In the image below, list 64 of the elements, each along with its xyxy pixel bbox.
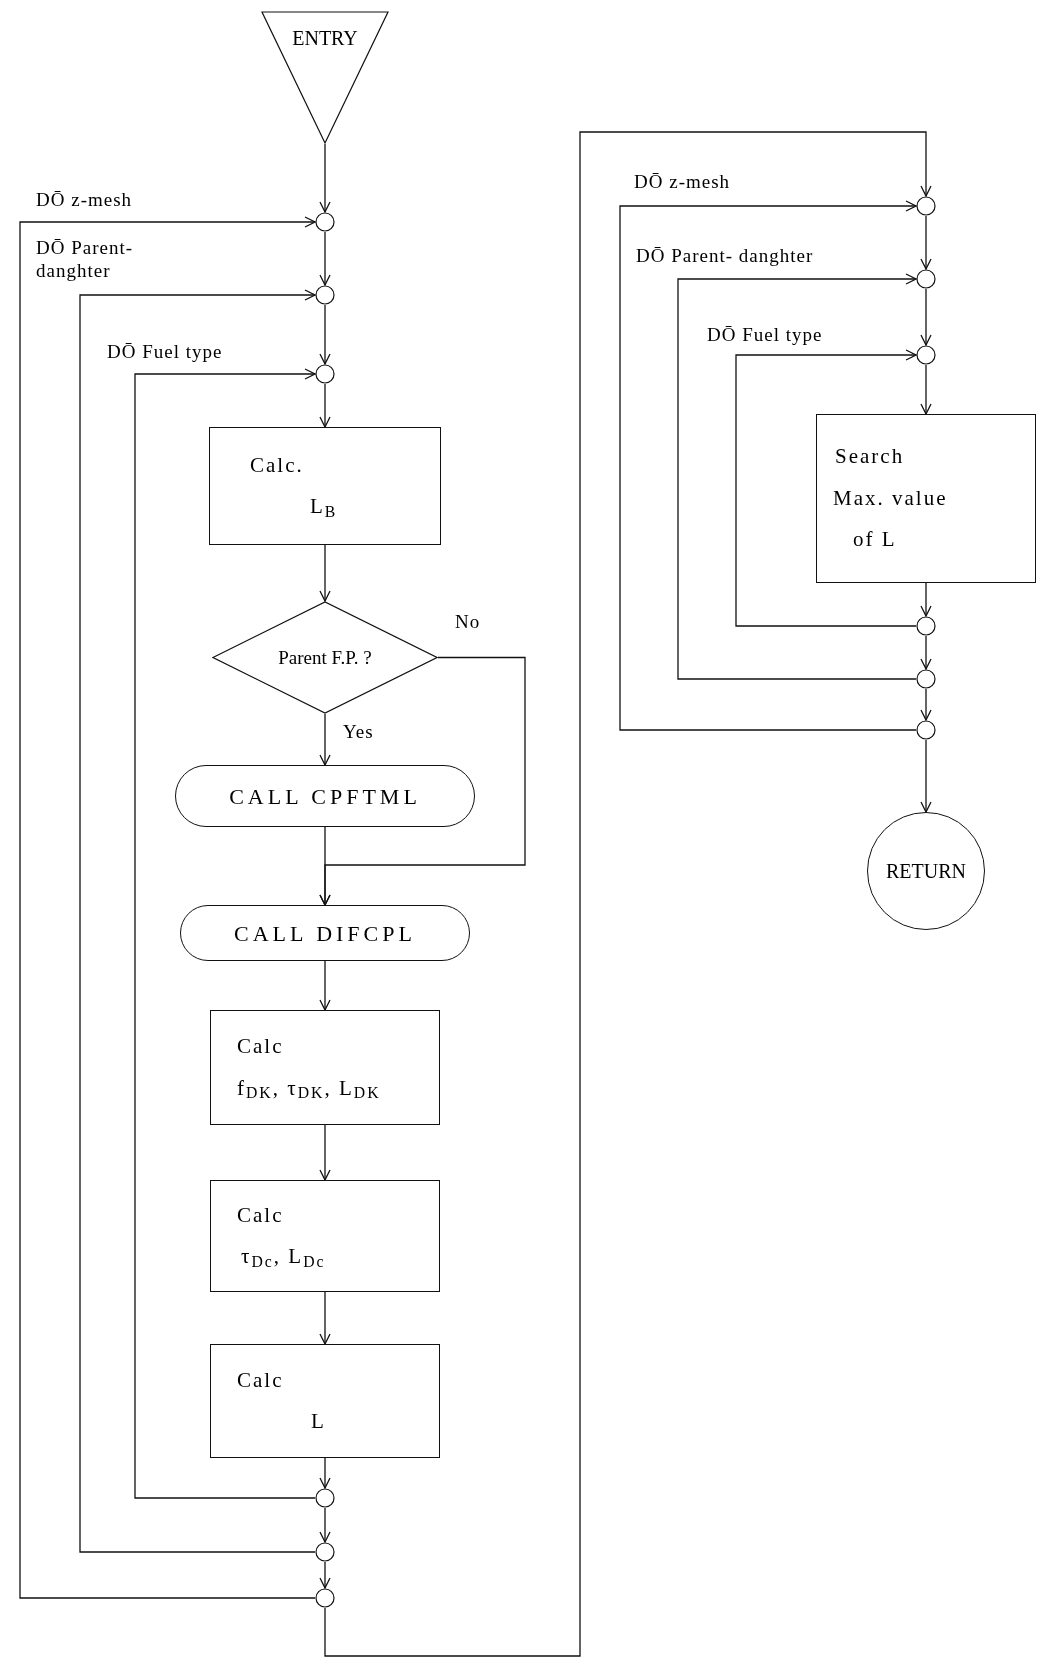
arrow [324,131,932,1657]
connector-circle [315,1542,335,1562]
arrow [920,635,932,670]
node-text: ENTRY [292,26,358,51]
node-text: Search [834,443,906,471]
edge-label: DŌ Parent- danghter [634,244,816,267]
arrow [319,1124,331,1181]
arrow [319,1507,331,1543]
call-terminal [180,905,470,961]
connector-circle [315,1488,335,1508]
entry-triangle [261,11,389,144]
connector-circle [315,364,335,384]
process-box [210,1010,440,1125]
connector-circle [916,720,936,740]
connector-circle [916,616,936,636]
node-text: L [310,1408,327,1435]
arrow [920,739,932,813]
node-text: CALL DIFCPL [234,919,416,948]
arrow [319,544,331,602]
node-text: Calc [236,1033,285,1060]
connector-circle [916,196,936,216]
arrow [920,688,932,721]
process-box [210,1180,440,1292]
process-box [816,414,1036,583]
arrow [920,215,932,270]
arrow [134,368,316,1499]
connector-circle [916,269,936,289]
node-text: L$_{B}$ [309,493,339,522]
arrow [319,713,331,766]
node-text: Calc [236,1366,285,1394]
node-text: Calc. [249,451,305,479]
connector-circle [916,669,936,689]
arrow [920,364,932,415]
arrow [19,216,316,1599]
decision-diamond [212,601,438,714]
arrow [319,826,331,906]
process-box [210,1344,440,1458]
node-text: Max. value [832,484,949,512]
arrow [319,143,331,213]
process-box [209,427,441,545]
node-text: RETURN [886,859,966,884]
arrow [319,960,331,1011]
connector-circle [315,285,335,305]
arrow [79,289,316,1553]
arrow [319,1291,331,1345]
node-text: Parent F.P. ? [277,647,373,668]
connector-circle [315,212,335,232]
node-text: CALL CPFTML [229,782,421,811]
arrow [319,1457,331,1489]
connector-circle [315,1588,335,1608]
arrow [619,200,917,731]
node-text: Calc [236,1201,285,1229]
arrow [677,273,917,680]
arrow [920,582,932,617]
arrow [319,1561,331,1589]
connector-circle [916,345,936,365]
node-text: τ$_{Dc}$, L$_{Dc}$ [240,1243,327,1272]
node-text: of L [852,526,898,554]
arrow [319,383,331,428]
arrow [735,349,917,627]
arrow [319,304,331,365]
arrow [319,231,331,286]
arrow [920,288,932,346]
node-text: f$_{DK}$, τ$_{DK}$, L$_{DK}$ [236,1074,382,1104]
